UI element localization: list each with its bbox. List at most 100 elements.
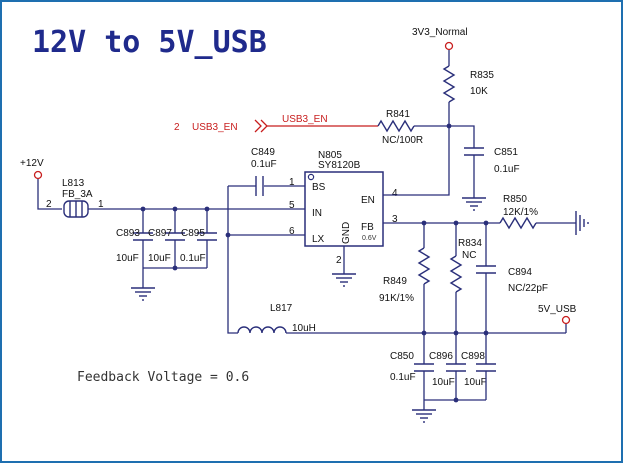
ic-pin-bs: BS xyxy=(312,182,326,193)
cap-c849: C849 0.1uF xyxy=(251,147,277,196)
c896-value: 10uF xyxy=(432,377,455,388)
l813-ref: L813 xyxy=(62,178,85,189)
power-3v3: 3V3_Normal xyxy=(412,27,468,66)
junction-gnd-c897 xyxy=(172,265,178,271)
ic-pin-num-lx: 6 xyxy=(289,226,295,237)
c849-value: 0.1uF xyxy=(251,159,277,170)
c897-value: 10uF xyxy=(148,253,171,264)
r841-ref: R841 xyxy=(386,109,410,120)
power-5v-usb: 5V_USB xyxy=(538,304,577,333)
r834-ref: R834 xyxy=(458,238,482,249)
ground-c851 xyxy=(462,197,486,211)
cap-c894: C894 NC/22pF xyxy=(476,223,548,333)
c851-ref: C851 xyxy=(494,147,518,158)
cap-c851: C851 0.1uF xyxy=(464,147,520,175)
res-r834: R834 NC xyxy=(449,223,482,333)
l817-ref: L817 xyxy=(270,303,293,314)
ic-n805: N805 SY8120B BS IN LX EN FB 0.6V GND 1 5… xyxy=(289,150,398,266)
res-r841: R841 NC/100R xyxy=(377,109,423,146)
c898-value: 10uF xyxy=(464,377,487,388)
wire-en xyxy=(383,102,450,196)
ground-output-caps xyxy=(412,409,436,423)
wire-r841-c851 xyxy=(414,125,475,148)
l813-pin-left: 2 xyxy=(46,199,52,210)
ground-input-caps xyxy=(131,287,155,301)
ic-pin-num-in: 5 xyxy=(289,200,295,211)
net-wire-label: USB3_EN xyxy=(282,114,328,125)
wire-output-cap-ground xyxy=(423,371,487,410)
net-pin-number: 2 xyxy=(174,122,180,133)
ic-pin-num-fb: 3 xyxy=(392,214,398,225)
c893-ref: C893 xyxy=(116,228,140,239)
ic-pin-num-bs: 1 xyxy=(289,177,295,188)
bead-l813: L813 FB_3A 2 1 xyxy=(46,178,104,218)
l817-coil xyxy=(237,326,287,334)
res-r835: R835 10K xyxy=(442,65,494,103)
r835-value: 10K xyxy=(470,86,488,97)
c850-ref: C850 xyxy=(390,351,414,362)
wire-input-cap-ground xyxy=(142,240,208,288)
r849-body xyxy=(417,247,431,285)
ground-ic xyxy=(332,273,356,287)
ic-part: SY8120B xyxy=(318,160,361,171)
ic-pin-lx: LX xyxy=(312,234,325,245)
cap-c896: C896 10uF xyxy=(429,333,466,388)
r841-body xyxy=(377,119,415,133)
ic-pin1-marker xyxy=(307,173,315,181)
c894-ref: C894 xyxy=(508,267,532,278)
ic-pin-en: EN xyxy=(361,195,375,206)
feedback-note: Feedback Voltage = 0.6 xyxy=(77,370,249,385)
res-r850: R850 12K/1% xyxy=(499,194,538,230)
power-3v3-terminal xyxy=(444,41,454,51)
c896-ref: C896 xyxy=(429,351,453,362)
r835-body xyxy=(442,65,456,103)
cap-c895: C895 0.1uF xyxy=(180,209,217,264)
l813-pin-right: 1 xyxy=(98,199,104,210)
r834-body xyxy=(449,255,463,293)
cap-c850: C850 0.1uF xyxy=(390,333,434,383)
l817-value: 10uH xyxy=(292,323,316,334)
c851-value: 0.1uF xyxy=(494,164,520,175)
r850-value: 12K/1% xyxy=(503,207,538,218)
power-12v: +12V xyxy=(20,158,62,210)
r849-ref: R849 xyxy=(383,276,407,287)
power-3v3-label: 3V3_Normal xyxy=(412,27,468,38)
junction-gnd-c896 xyxy=(453,397,459,403)
ic-pin-num-en: 4 xyxy=(392,188,398,199)
schematic-title: 12V to 5V_USB xyxy=(32,25,267,60)
wire-lx-node xyxy=(227,186,238,334)
c849-ref: C849 xyxy=(251,147,275,158)
c850-value: 0.1uF xyxy=(390,372,416,383)
r850-body xyxy=(499,216,537,230)
r850-ref: R850 xyxy=(503,194,527,205)
ic-pin-fb: FB xyxy=(361,222,374,233)
wire-12v-in xyxy=(37,179,62,210)
c894-value: NC/22pF xyxy=(508,283,548,294)
r841-value: NC/100R xyxy=(382,135,423,146)
res-r849: R849 91K/1% xyxy=(379,223,431,333)
ic-pin-in: IN xyxy=(312,208,322,219)
c893-value: 10uF xyxy=(116,253,139,264)
l813-value: FB_3A xyxy=(62,189,93,200)
r834-value: NC xyxy=(462,250,476,261)
net-port-arrow-icon xyxy=(254,119,268,133)
net-usb3-en: 2 USB3_EN USB3_EN xyxy=(174,114,378,133)
power-12v-label: +12V xyxy=(20,158,44,169)
ic-fb-voltage: 0.6V xyxy=(362,235,377,242)
c897-ref: C897 xyxy=(148,228,172,239)
junction-lx xyxy=(225,232,231,238)
c898-ref: C898 xyxy=(461,351,485,362)
power-5v-usb-label: 5V_USB xyxy=(538,304,577,315)
c895-value: 0.1uF xyxy=(180,253,206,264)
r835-ref: R835 xyxy=(470,70,494,81)
ic-pin-num-gnd: 2 xyxy=(336,255,342,266)
r849-value: 91K/1% xyxy=(379,293,414,304)
ic-body xyxy=(304,171,384,247)
power-5v-usb-terminal xyxy=(561,315,571,325)
c895-ref: C895 xyxy=(181,228,205,239)
net-port-label: USB3_EN xyxy=(192,122,238,133)
ic-pin-gnd: GND xyxy=(341,222,352,244)
